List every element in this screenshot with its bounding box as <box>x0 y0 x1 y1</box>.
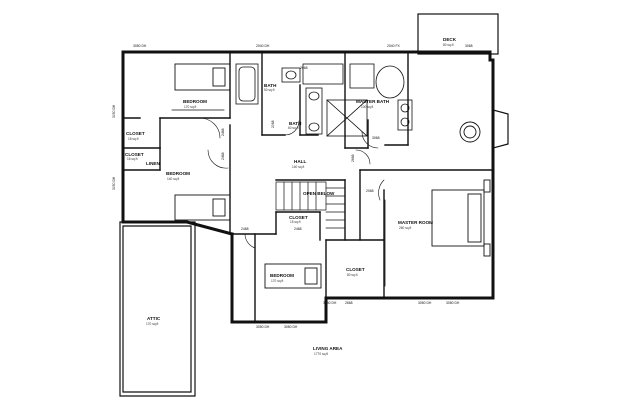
stairs <box>275 181 346 229</box>
closet-doors <box>171 109 386 287</box>
bedroom-w-area: 140 sq.ft <box>167 177 180 181</box>
closet-3-area: 15 sq.ft <box>290 220 301 224</box>
bedroom-s-area: 170 sq.ft <box>271 279 284 283</box>
attic-area: 170 sq.ft <box>146 322 159 326</box>
closet-3-label: CLOSET <box>289 215 308 220</box>
master-bath-area: 100 sq.ft <box>361 105 374 109</box>
bedroom-nw-label: BEDROOM <box>183 99 207 104</box>
bath-2-label: BATH <box>289 121 302 126</box>
living-area-value: 1770 sq.ft <box>314 352 328 356</box>
dim-bot-3: 3050 DH <box>323 301 337 305</box>
closet-1-label: CLOSET <box>126 131 145 136</box>
master-room-area: 260 sq.ft <box>399 226 412 230</box>
master-bath-label: MASTER BATH <box>356 99 390 104</box>
linen-label: LINEN <box>146 161 160 166</box>
bedroom-nw-area: 170 sq.ft <box>184 105 197 109</box>
closet-2-label: CLOSET <box>125 152 144 157</box>
dim-bot-1: 3050 DH <box>256 325 270 329</box>
closet-2-area: 16 sq.ft <box>127 157 138 161</box>
dim-door-g: 2068 <box>366 189 374 193</box>
dim-top-3: 2040 FX <box>387 44 400 48</box>
window-marks <box>122 51 471 323</box>
closet-1-area: 18 sq.ft <box>128 137 139 141</box>
bath-1-label: BATH <box>264 83 277 88</box>
dim-door-b: 2468 <box>221 152 225 160</box>
dim-door-i: 2468 <box>294 227 302 231</box>
interior-walls <box>122 51 494 323</box>
dim-door-d: 2668 <box>351 154 355 162</box>
deck-area: 80 sq.ft <box>443 43 454 47</box>
dim-top-2: 2040 DH <box>256 44 270 48</box>
living-area-label: LIVING AREA <box>313 346 343 351</box>
dim-door-h: 2468 <box>241 227 249 231</box>
dim-door-f: 3068 <box>372 136 380 140</box>
dim-bot-4: 3050 DH <box>418 301 432 305</box>
dim-door-e: 2068 <box>300 66 308 70</box>
open-below-label: OPEN BELOW <box>303 191 335 196</box>
closet-4-label: CLOSET <box>346 267 365 272</box>
bath-fixtures <box>235 63 413 137</box>
dim-door-j: 2668 <box>345 301 353 305</box>
dim-top-1: 3050 DH <box>133 44 147 48</box>
attic-label: ATTIC <box>147 316 161 321</box>
dim-bot-5: 3050 DH <box>446 301 460 305</box>
dim-deck-door: 3068 <box>465 44 473 48</box>
bath-2-area: 60 sq.ft <box>288 126 299 130</box>
master-room-label: MASTER ROOM <box>398 220 433 225</box>
furniture-beds <box>174 63 491 289</box>
furniture-chair <box>459 121 481 143</box>
hall-label: HALL <box>294 159 307 164</box>
dim-door-a: 2468 <box>221 128 225 136</box>
door-swings <box>199 117 385 249</box>
dim-left-2: 3050 DH <box>112 176 116 190</box>
dim-bot-2: 3050 DH <box>284 325 298 329</box>
dim-door-c: 2068 <box>271 120 275 128</box>
deck-outline <box>417 13 499 55</box>
bath-1-area: 50 sq.ft <box>264 88 275 92</box>
attic-outline <box>119 221 196 397</box>
closet-4-area: 80 sq.ft <box>347 273 358 277</box>
bay-window <box>492 109 509 149</box>
bedroom-s-label: BEDROOM <box>270 273 294 278</box>
bedroom-w-label: BEDROOM <box>166 171 190 176</box>
hall-area: 140 sq.ft <box>292 165 305 169</box>
dim-left-1: 3050 DH <box>112 104 116 118</box>
deck-label: DECK <box>443 37 457 42</box>
